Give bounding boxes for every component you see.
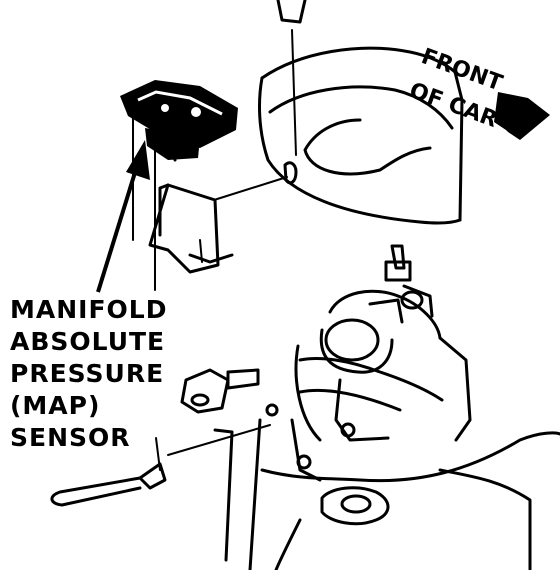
front-of-car-indicator: FRONT OF CAR xyxy=(406,44,550,140)
callout-line-manifold: MANIFOLD xyxy=(10,295,167,324)
callout-arrow xyxy=(96,140,150,293)
carburetor-assembly xyxy=(180,244,472,482)
map-sensor-callout: MANIFOLD ABSOLUTE PRESSURE (MAP) SENSOR xyxy=(10,295,167,452)
map-sensor xyxy=(120,80,238,162)
arrow-right-icon xyxy=(494,92,550,140)
intake-manifold xyxy=(260,431,560,570)
callout-line-sensor: SENSOR xyxy=(10,423,131,452)
hood-wire xyxy=(276,0,307,156)
throttle-linkage xyxy=(50,418,271,570)
air-cleaner-shroud xyxy=(213,46,464,225)
callout-line-map: (MAP) xyxy=(10,391,100,420)
callout-line-absolute: ABSOLUTE xyxy=(10,327,165,356)
callout-line-pressure: PRESSURE xyxy=(10,359,164,388)
